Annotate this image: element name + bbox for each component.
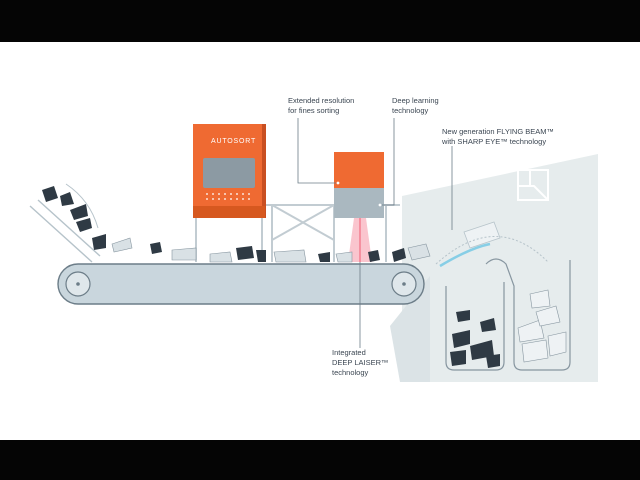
extended-resolution-line-2: for fines sorting <box>288 106 340 115</box>
extended-resolution-label: Extended resolution for fines sorting <box>288 96 354 116</box>
conveyor-belt <box>57 263 425 305</box>
waste-items <box>42 186 406 262</box>
infeed-chute <box>29 199 101 263</box>
sorting-room-floor <box>390 276 430 382</box>
deep-laiser-unit <box>334 152 384 218</box>
extended-resolution-pointer-line <box>297 118 336 184</box>
autosort-base <box>193 206 265 218</box>
flying-beam-line-2: with SHARP EYE™ technology <box>442 137 547 146</box>
deep-laiser-line-1: Integrated <box>332 348 366 357</box>
autosort-indicator-lights <box>206 193 250 200</box>
deep-learning-line-1: Deep learning <box>392 96 439 105</box>
deep-laiser-line-2: DEEP LAISER™ <box>332 358 389 367</box>
sorting-room <box>402 154 598 382</box>
flying-beam-nozzle <box>439 221 501 268</box>
sorted-light-fraction <box>517 289 567 363</box>
company-logo-icon <box>517 169 549 201</box>
deep-learning-label: Deep learning technology <box>392 96 439 116</box>
flying-beam-line-1: New generation FLYING BEAM™ <box>442 127 554 136</box>
deep-learning-pointer-line <box>382 118 395 206</box>
letterbox-bottom-bar <box>0 440 640 480</box>
autosort-machine <box>193 124 266 218</box>
deep-laiser-label: Integrated DEEP LAISER™ technology <box>332 348 389 378</box>
material-flow-arrow <box>65 183 99 229</box>
collection-bin-right <box>485 258 571 371</box>
deep-learning-line-2: technology <box>392 106 429 115</box>
autosort-label: AUTOSORT <box>211 138 257 145</box>
deep-laiser-line-3: technology <box>332 368 369 377</box>
ejection-trajectory <box>435 236 549 265</box>
letterbox-top-bar <box>0 0 640 42</box>
sorted-dark-fraction <box>450 310 500 368</box>
extended-resolution-line-1: Extended resolution <box>288 96 355 105</box>
collection-bin-left <box>445 282 505 371</box>
flying-beam-label: New generation FLYING BEAM™ with SHARP E… <box>442 127 554 147</box>
light-waste-items <box>111 237 431 263</box>
